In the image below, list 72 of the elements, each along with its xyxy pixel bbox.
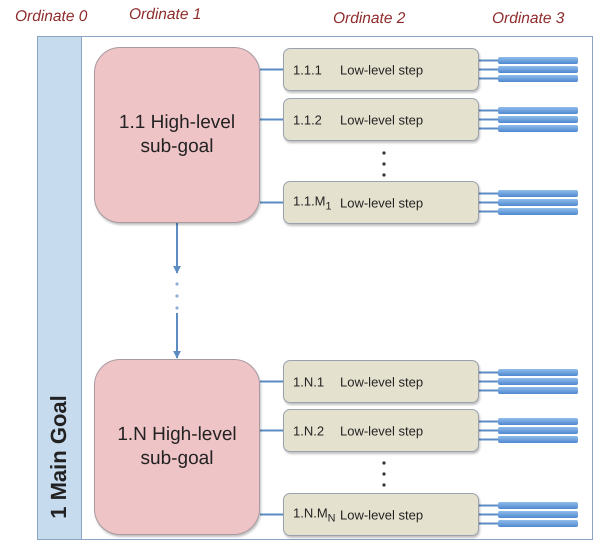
bar <box>498 199 578 206</box>
bar <box>498 369 578 376</box>
connector-line <box>479 504 498 506</box>
sub-goal-label: 1.1 High-level sub-goal <box>118 111 236 159</box>
step-number: 1.N.1 <box>293 374 324 389</box>
step-label: Low-level step <box>340 507 424 522</box>
step-number: 1.N.M$_{N}$ <box>293 505 336 524</box>
connector-line <box>479 60 498 62</box>
connector-line <box>479 380 498 382</box>
connector-line <box>479 390 498 392</box>
step-box <box>283 409 479 452</box>
connector-line <box>260 68 283 70</box>
connector-line <box>260 430 283 432</box>
step-box <box>283 360 479 403</box>
bar <box>498 66 578 73</box>
connector-line <box>479 78 498 80</box>
bar <box>498 378 578 385</box>
column-heading: Ordinate 1 <box>129 6 202 24</box>
step-box <box>283 493 479 536</box>
arrow <box>173 223 181 274</box>
connector-line <box>479 110 498 112</box>
step-number: 1.N.2 <box>293 423 324 438</box>
connector-line <box>479 438 498 440</box>
step-label: Low-level step <box>340 195 424 210</box>
connector-line <box>260 380 283 382</box>
step-label: Low-level step <box>340 374 424 389</box>
bar <box>498 116 578 123</box>
bar <box>498 57 578 64</box>
connector-line <box>260 118 283 120</box>
connector-line <box>260 514 283 516</box>
step-box <box>283 98 479 141</box>
connector-line <box>479 68 498 70</box>
connector-line <box>479 202 498 204</box>
connector-line <box>479 118 498 120</box>
step-number: 1.1.2 <box>293 112 322 127</box>
connector-line <box>260 202 283 204</box>
bar <box>498 436 578 443</box>
bar <box>498 387 578 394</box>
connector-line <box>479 128 498 130</box>
connector-line <box>479 514 498 516</box>
connector-line <box>479 430 498 432</box>
column-heading: Ordinate 0 <box>15 8 88 26</box>
bar <box>498 502 578 509</box>
step-label: Low-level step <box>340 112 424 127</box>
step-box <box>283 48 479 91</box>
step-box <box>283 181 479 224</box>
bar <box>498 208 578 215</box>
bar <box>498 427 578 434</box>
connector-line <box>479 210 498 212</box>
bar <box>498 418 578 425</box>
step-number: 1.1.1 <box>293 62 322 77</box>
step-number: 1.1.M$_{1}$ <box>293 193 332 212</box>
main-goal-label: 1 Main Goal <box>46 395 72 519</box>
step-label: Low-level step <box>340 62 424 77</box>
step-label: Low-level step <box>340 423 424 438</box>
bar <box>498 520 578 527</box>
connector-line <box>479 420 498 422</box>
sub-goal-label: 1.N High-level sub-goal <box>116 423 238 471</box>
bar <box>498 75 578 82</box>
bar <box>498 107 578 114</box>
connector-line <box>479 372 498 374</box>
connector-line <box>479 522 498 524</box>
bar <box>498 511 578 518</box>
column-heading: Ordinate 2 <box>333 10 406 28</box>
sub-goal-box <box>94 47 260 223</box>
connector-line <box>479 192 498 194</box>
bar <box>498 125 578 132</box>
arrow <box>173 313 181 359</box>
column-heading: Ordinate 3 <box>492 10 564 28</box>
bar <box>498 190 578 197</box>
sub-goal-box <box>94 359 260 535</box>
main-goal-frame <box>37 36 593 540</box>
